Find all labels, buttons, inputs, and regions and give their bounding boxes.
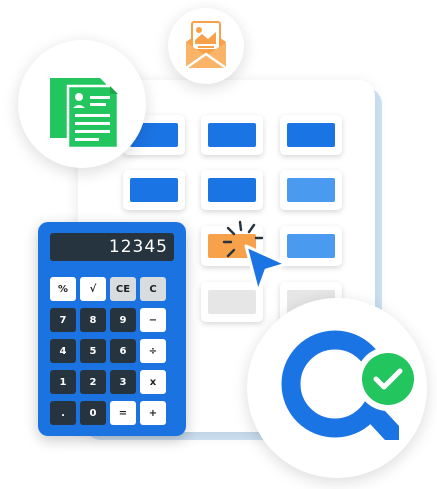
- envelope-badge: [168, 8, 244, 84]
- key-sqrt[interactable]: √: [80, 277, 106, 301]
- click-spark-icon: [222, 220, 264, 258]
- key-plus[interactable]: +: [140, 401, 166, 425]
- tile-3-3[interactable]: [280, 226, 342, 266]
- key-9[interactable]: 9: [110, 308, 136, 332]
- key-0[interactable]: 0: [80, 401, 106, 425]
- key-1[interactable]: 1: [50, 370, 76, 394]
- key-multiply[interactable]: x: [140, 370, 166, 394]
- tile-1-3[interactable]: [280, 115, 342, 155]
- tile-2-1[interactable]: [123, 170, 185, 210]
- key-3[interactable]: 3: [110, 370, 136, 394]
- key-6[interactable]: 6: [110, 339, 136, 363]
- key-5[interactable]: 5: [80, 339, 106, 363]
- key-ce[interactable]: CE: [110, 277, 136, 301]
- document-badge: [18, 40, 146, 168]
- key-4[interactable]: 4: [50, 339, 76, 363]
- key-divide[interactable]: ÷: [140, 339, 166, 363]
- tile-2-2[interactable]: [201, 170, 263, 210]
- cursor-icon: [244, 244, 288, 294]
- envelope-icon: [185, 21, 227, 70]
- key-decimal[interactable]: .: [50, 401, 76, 425]
- key-equals[interactable]: =: [110, 401, 136, 425]
- check-badge-icon: [356, 347, 420, 411]
- tile-4-2[interactable]: [201, 282, 263, 322]
- calculator: 12345 % √ CE C 7 8 9 − 4 5 6 ÷ 1 2 3 x .…: [38, 222, 186, 436]
- key-percent[interactable]: %: [50, 277, 76, 301]
- tile-1-2[interactable]: [201, 115, 263, 155]
- document-icon: [50, 78, 120, 150]
- tile-2-3[interactable]: [280, 170, 342, 210]
- key-7[interactable]: 7: [50, 308, 76, 332]
- key-2[interactable]: 2: [80, 370, 106, 394]
- calculator-display: 12345: [50, 233, 174, 261]
- key-c[interactable]: C: [140, 277, 166, 301]
- key-minus[interactable]: −: [140, 308, 166, 332]
- key-8[interactable]: 8: [80, 308, 106, 332]
